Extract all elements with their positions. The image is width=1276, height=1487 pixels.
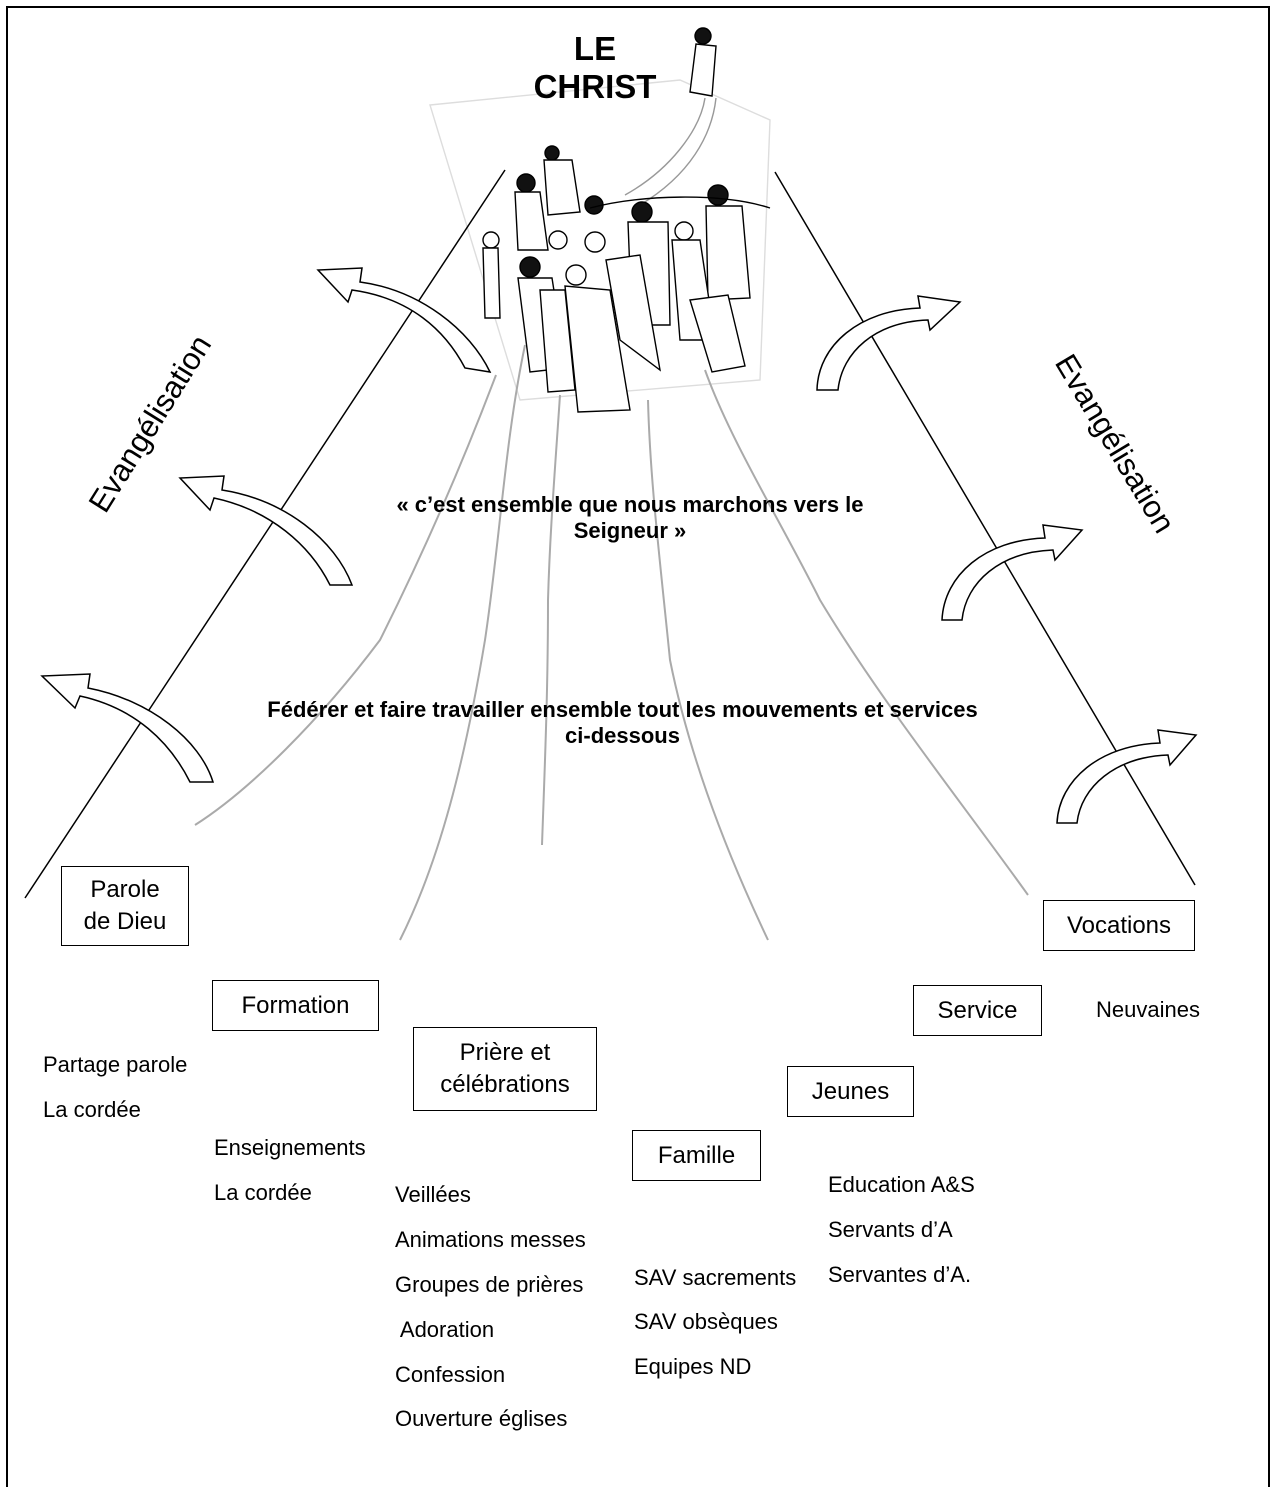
evangelisation-arrow-right-1 xyxy=(816,295,962,391)
mission-line-1: Fédérer et faire travailler ensemble tou… xyxy=(267,697,978,722)
category-box-priere: Prière et célébrations xyxy=(413,1027,597,1111)
category-box-vocations: Vocations xyxy=(1043,900,1195,951)
motto-line-1: « c’est ensemble que nous marchons vers … xyxy=(396,492,864,517)
title-line-1: LE xyxy=(573,30,617,67)
category-label-parole-2: de Dieu xyxy=(83,908,167,935)
pilgrims-following-christ-icon xyxy=(429,27,771,413)
list-item: Servants d’A xyxy=(828,1217,953,1242)
list-item: SAV sacrements xyxy=(634,1265,797,1290)
list-item: SAV obsèques xyxy=(634,1309,778,1334)
mission-line-2: ci-dessous xyxy=(565,723,680,749)
category-box-famille: Famille xyxy=(632,1130,761,1181)
motto: « c’est ensemble que nous marchons vers … xyxy=(330,492,930,545)
category-box-service: Service xyxy=(913,985,1042,1036)
page-title: LE CHRIST xyxy=(505,30,685,106)
list-item: Confession xyxy=(395,1362,506,1387)
list-item: Animations messes xyxy=(395,1227,586,1252)
list-item: Neuvaines xyxy=(1096,997,1200,1022)
left-boundary-line xyxy=(24,169,506,899)
category-label-priere-2: célébrations xyxy=(440,1071,570,1098)
category-label-parole-1: Parole xyxy=(90,876,160,903)
diagram-frame xyxy=(6,6,1270,1487)
category-box-jeunes: Jeunes xyxy=(787,1066,914,1117)
right-boundary-line xyxy=(774,171,1196,886)
category-label-priere-1: Prière et xyxy=(459,1039,551,1066)
list-item: Adoration xyxy=(395,1317,495,1342)
evangelisation-arrow-right-3 xyxy=(1056,729,1198,824)
title-line-2: CHRIST xyxy=(533,68,657,105)
list-item: Ouverture églises xyxy=(395,1406,568,1431)
list-item: Education A&S xyxy=(828,1172,975,1197)
list-item: Enseignements xyxy=(214,1135,366,1160)
list-item: La cordée xyxy=(214,1180,312,1205)
motto-line-2: Seigneur » xyxy=(573,518,687,544)
mission-statement: Fédérer et faire travailler ensemble tou… xyxy=(170,697,1075,750)
category-box-parole: Parole de Dieu xyxy=(61,866,189,946)
evangelisation-arrow-left-1 xyxy=(316,267,492,373)
list-item: Groupes de prières xyxy=(395,1272,584,1297)
evangelisation-arrow-left-3 xyxy=(40,673,215,783)
path-lines xyxy=(194,344,1029,941)
evangelisation-arrow-left-2 xyxy=(178,475,354,586)
list-item: Equipes ND xyxy=(634,1354,752,1379)
list-item: La cordée xyxy=(43,1097,141,1122)
category-box-formation: Formation xyxy=(212,980,379,1031)
list-item: Veillées xyxy=(395,1182,471,1207)
list-item: Servantes d’A. xyxy=(828,1262,972,1287)
evangelisation-arrow-right-2 xyxy=(941,524,1084,621)
list-item: Partage parole xyxy=(43,1052,188,1077)
